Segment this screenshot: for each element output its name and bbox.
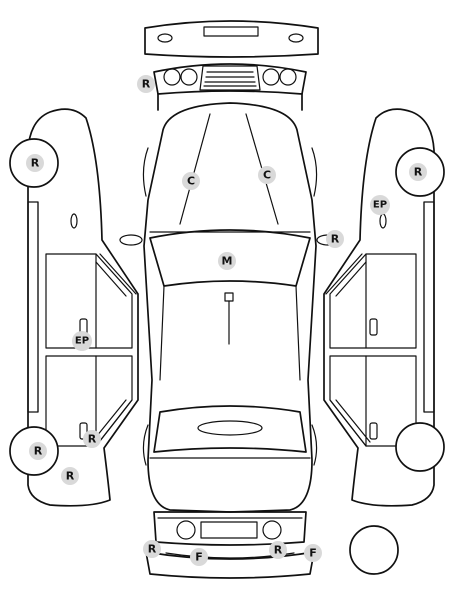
marker-left-rear-wheel[interactable]: R — [29, 442, 47, 460]
marker-roof[interactable]: M — [218, 252, 236, 270]
spare-tire — [349, 525, 399, 575]
marker-code: R — [34, 445, 43, 458]
marker-code: R — [66, 470, 75, 483]
marker-right-fender[interactable]: EP — [370, 195, 390, 215]
marker-code: R — [88, 433, 97, 446]
marker-left-door-front[interactable]: EP — [72, 331, 92, 351]
marker-front-bumper-right[interactable]: R — [269, 541, 287, 559]
marker-left-front-wheel[interactable]: R — [26, 154, 44, 172]
rear-view — [144, 20, 319, 111]
top-view-car — [119, 102, 340, 513]
marker-code: M — [222, 255, 233, 268]
marker-code: C — [263, 169, 271, 182]
marker-right-mirror[interactable]: R — [326, 230, 344, 248]
marker-code: R — [274, 544, 283, 557]
marker-code: F — [309, 547, 317, 560]
marker-code: R — [31, 157, 40, 170]
marker-code: R — [142, 78, 151, 91]
marker-front-bumper-left[interactable]: R — [143, 540, 161, 558]
marker-code: R — [414, 166, 423, 179]
front-view — [145, 511, 315, 579]
marker-code: R — [331, 233, 340, 246]
marker-windshield-left[interactable]: C — [182, 172, 200, 190]
marker-left-door-rear[interactable]: R — [83, 430, 101, 448]
marker-front-bumper-f-right[interactable]: F — [304, 544, 322, 562]
marker-right-front-wheel[interactable]: R — [409, 163, 427, 181]
marker-code: F — [195, 551, 203, 564]
marker-code: EP — [75, 336, 89, 347]
marker-front-bumper-f-left[interactable]: F — [190, 548, 208, 566]
marker-code: C — [187, 175, 195, 188]
marker-rear-top-left[interactable]: R — [137, 75, 155, 93]
marker-windshield-right[interactable]: C — [258, 166, 276, 184]
marker-code: R — [148, 543, 157, 556]
marker-left-rocker[interactable]: R — [61, 467, 79, 485]
right-side-view — [323, 108, 445, 507]
marker-code: EP — [373, 200, 387, 211]
